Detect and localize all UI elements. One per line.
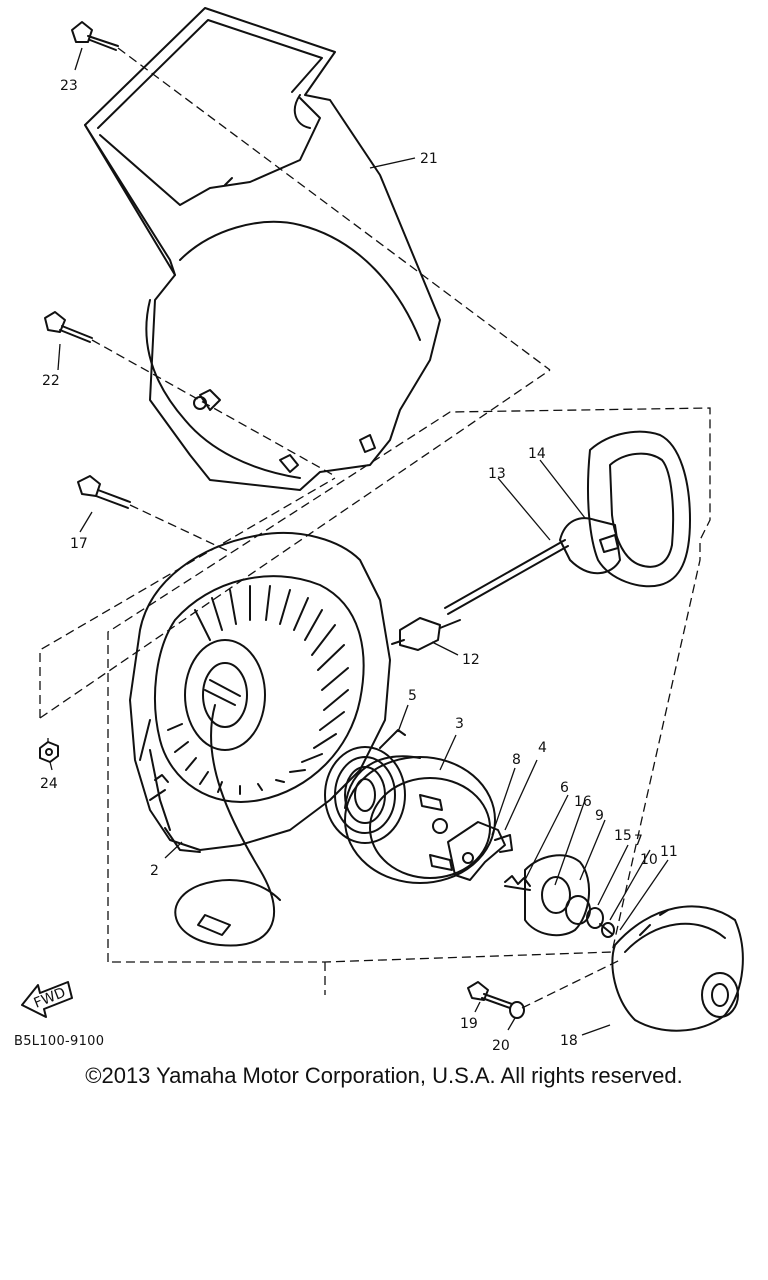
starter-handle [444, 430, 691, 615]
callout-10: 10 [640, 852, 658, 868]
callout-15: 15 [614, 828, 632, 844]
callout-8: 8 [512, 752, 521, 768]
forward-arrow-icon [21, 981, 73, 1018]
callout-21: 21 [420, 151, 438, 167]
starter-rope [174, 704, 281, 947]
callout-4: 4 [538, 740, 547, 756]
recoil-starter-parts-diagram: FWD 23 21 22 14 13 17 12 5 3 8 4 6 16 9 … [21, 7, 744, 1050]
callout-11: 11 [660, 844, 678, 860]
leader-23 [117, 47, 551, 371]
bolt-23 [71, 21, 119, 51]
leader-20 [521, 959, 621, 1009]
bolt-22 [44, 311, 93, 343]
callout-19: 19 [460, 1016, 478, 1032]
callout-22: 22 [42, 373, 60, 389]
callout-23: 23 [60, 78, 78, 94]
callout-18: 18 [560, 1033, 578, 1049]
rope-guide [391, 617, 461, 651]
washers [565, 895, 615, 938]
callout-20: 20 [492, 1038, 510, 1050]
callout-14: 14 [528, 446, 546, 462]
callout-12: 12 [462, 652, 480, 668]
assembly-boundary [107, 407, 711, 995]
callout-2: 2 [150, 863, 159, 879]
starter-case [129, 532, 391, 853]
drawing-code: B5L100-9100 [14, 1034, 105, 1049]
leader-24 [39, 369, 551, 742]
pawl [447, 821, 513, 881]
leader-17 [129, 504, 231, 553]
callout-9: 9 [595, 808, 604, 824]
callout-6: 6 [560, 780, 569, 796]
callout-17: 17 [70, 536, 88, 552]
washer-20 [509, 1001, 525, 1019]
callout-24: 24 [40, 776, 58, 792]
nut-24 [39, 741, 59, 763]
rope-reel [344, 755, 496, 884]
starter-pulley [611, 905, 744, 1032]
friction-plate [524, 854, 591, 937]
copyright-notice: ©2013 Yamaha Motor Corporation, U.S.A. A… [85, 1063, 683, 1088]
callout-3: 3 [455, 716, 464, 732]
callout-7: 7 [634, 833, 643, 849]
callout-5: 5 [408, 688, 417, 704]
callout-16: 16 [574, 794, 592, 810]
callout-13: 13 [488, 466, 506, 482]
recoil-spring [324, 729, 406, 844]
bolt-19 [467, 981, 513, 1009]
leader-22 [91, 339, 336, 477]
fan-housing-cover [84, 7, 441, 491]
bolt-17 [77, 475, 131, 509]
